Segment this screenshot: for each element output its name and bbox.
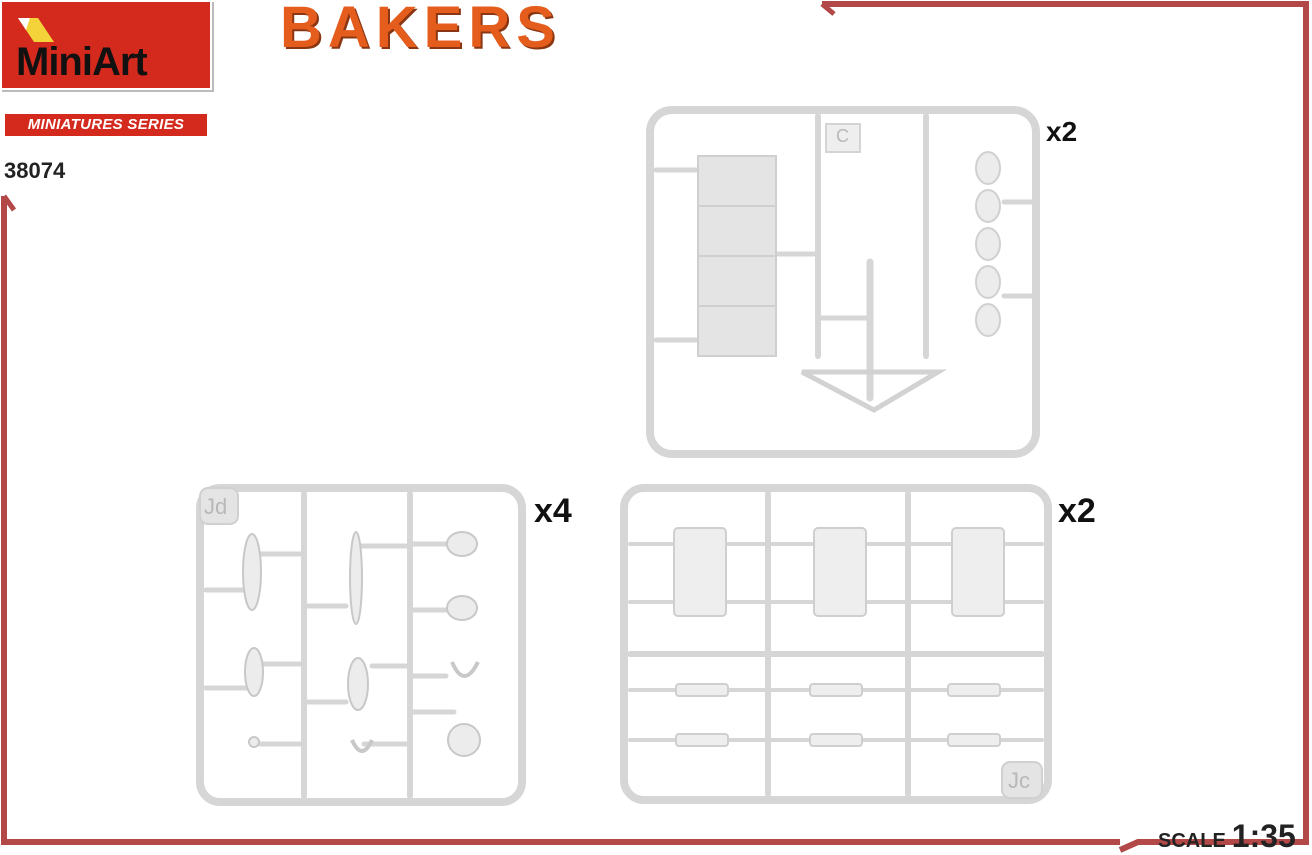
scale-value: 1:35 [1231, 818, 1296, 854]
sprue-jc: Jc [620, 484, 1052, 804]
sprue-c: C [646, 106, 1042, 460]
page-title: BAKERS [280, 0, 561, 60]
sprue-jd-drawing [196, 484, 526, 806]
kit-number: 38074 [4, 158, 66, 183]
sprue-jd-letter: Jd [204, 494, 228, 519]
sprue-jc-multiplier: x2 [1058, 492, 1096, 530]
scale-label: SCALE [1158, 830, 1226, 852]
sprue-c-drawing [646, 106, 1040, 458]
series-badge: MINIATURES SERIES [5, 114, 207, 136]
sprue-c-letter: C [836, 126, 849, 146]
sprue-jc-letter: Jc [1008, 768, 1030, 793]
miniart-logo: MiniArt [0, 0, 212, 90]
sprue-jc-drawing [620, 484, 1052, 804]
sprue-jd: Jd [196, 484, 526, 808]
logo-mark-icon [18, 18, 54, 42]
logo-text: MiniArt [16, 40, 148, 84]
sprue-c-multiplier: x2 [1046, 116, 1078, 147]
sprue-jd-multiplier: x4 [534, 492, 572, 530]
